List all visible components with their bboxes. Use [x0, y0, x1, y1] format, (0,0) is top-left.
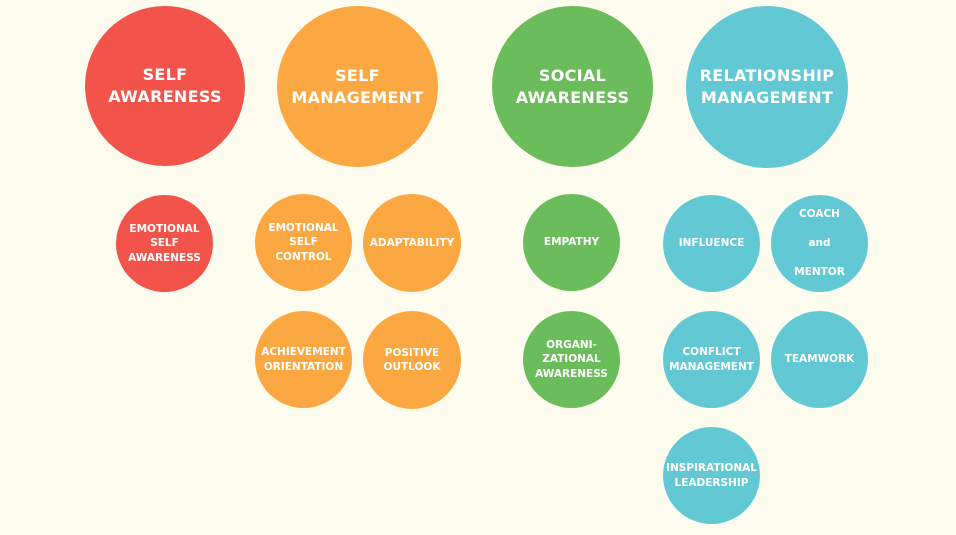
teamwork-label: TEAMWORK	[784, 353, 855, 366]
achievement-orientation-circle: ACHIEVEMENT ORIENTATION	[255, 311, 352, 408]
and-label-line: and	[808, 237, 831, 250]
coach-label-line: COACH	[799, 208, 840, 221]
empathy-label: EMPATHY	[543, 236, 600, 249]
influence-label: INFLUENCE	[678, 237, 745, 250]
positive-outlook-circle: POSITIVE OUTLOOK	[363, 311, 461, 409]
mentor-label-line: MENTOR	[794, 266, 845, 279]
inspirational-leadership-circle: INSPIRATIONAL LEADERSHIP	[663, 427, 760, 524]
conflict-management-circle: CONFLICT MANAGEMENT	[663, 311, 760, 408]
achievement-orientation-label: ACHIEVEMENT ORIENTATION	[261, 346, 346, 373]
emotional-self-awareness-circle: EMOTIONAL SELF AWARENESS	[116, 195, 213, 292]
inspirational-leadership-label: INSPIRATIONAL LEADERSHIP	[666, 462, 757, 489]
conflict-management-label: CONFLICT MANAGEMENT	[669, 346, 754, 373]
self-awareness-circle: SELF AWARENESS	[85, 6, 245, 166]
organizational-awareness-circle: ORGANI- ZATIONAL AWARENESS	[523, 311, 620, 408]
organizational-awareness-label: ORGANI- ZATIONAL AWARENESS	[535, 338, 608, 380]
adaptability-label: ADAPTABILITY	[369, 236, 455, 249]
teamwork-circle: TEAMWORK	[771, 311, 868, 408]
adaptability-circle: ADAPTABILITY	[363, 194, 461, 292]
emotional-self-awareness-label: EMOTIONAL SELF AWARENESS	[128, 222, 201, 264]
relationship-management-label: RELATIONSHIP MANAGEMENT	[699, 66, 835, 107]
coach-and-mentor-circle: COACH and MENTOR	[771, 195, 868, 292]
empathy-circle: EMPATHY	[523, 194, 620, 291]
positive-outlook-label: POSITIVE OUTLOOK	[383, 346, 441, 374]
emotional-self-control-label: EMOTIONAL SELF CONTROL	[268, 221, 339, 263]
self-awareness-label: SELF AWARENESS	[108, 65, 222, 106]
self-management-circle: SELF MANAGEMENT	[277, 6, 438, 167]
emotional-self-control-circle: EMOTIONAL SELF CONTROL	[255, 194, 352, 291]
social-awareness-label: SOCIAL AWARENESS	[515, 65, 630, 107]
coach-and-mentor-label: COACH and MENTOR	[794, 193, 845, 295]
relationship-management-circle: RELATIONSHIP MANAGEMENT	[686, 6, 848, 168]
influence-circle: INFLUENCE	[663, 195, 760, 292]
self-management-label: SELF MANAGEMENT	[291, 65, 424, 107]
social-awareness-circle: SOCIAL AWARENESS	[492, 6, 653, 167]
